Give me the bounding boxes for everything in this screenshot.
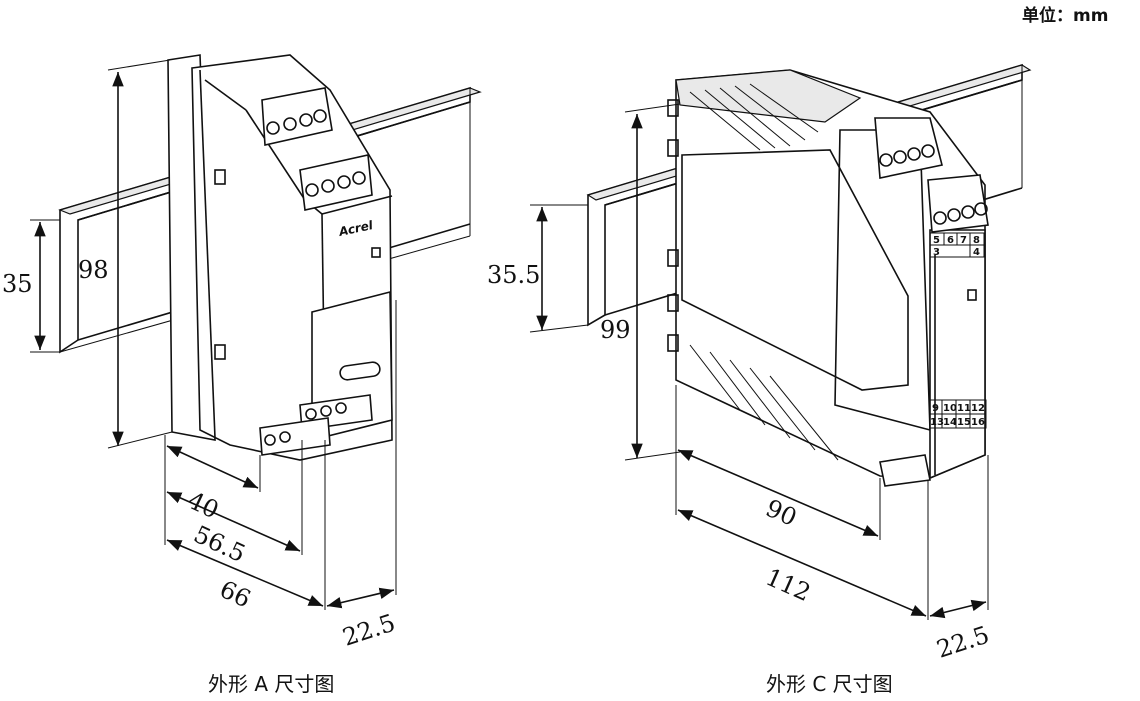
terminal-label-11: 11 [957, 403, 971, 414]
dim-label-35: 35 [2, 270, 33, 298]
housing-c [667, 69, 989, 487]
caption-figure-a: 外形 A 尺寸图 [208, 672, 334, 696]
terminal-label-16: 16 [971, 417, 985, 428]
terminal-labels-bottom: 9 10 11 12 13 14 15 16 [929, 399, 987, 429]
figure-a: Acrel 35 98 40 56.5 [2, 54, 482, 696]
terminal-label-5: 5 [933, 235, 940, 246]
dim-label-22-5-a: 22.5 [339, 609, 398, 652]
terminal-label-14: 14 [943, 417, 957, 428]
terminal-label-15: 15 [957, 417, 971, 428]
terminal-label-9: 9 [932, 403, 939, 414]
terminal-label-8: 8 [973, 235, 980, 246]
terminal-label-12: 12 [971, 403, 985, 414]
dim-label-35-5: 35.5 [487, 261, 540, 289]
terminal-label-6: 6 [947, 235, 954, 246]
dim-c-width: 22.5 [929, 599, 993, 664]
terminal-label-4: 4 [973, 247, 980, 258]
dim-a-height: 98 [78, 59, 173, 449]
dim-a-width: 22.5 [326, 587, 399, 652]
figure-c: 5 6 7 8 3 4 9 10 11 12 13 14 15 16 [487, 63, 1032, 696]
caption-figure-c: 外形 C 尺寸图 [766, 672, 893, 696]
dim-label-112: 112 [762, 563, 815, 607]
dim-c-rail-height: 35.5 [487, 204, 589, 333]
terminal-label-3: 3 [933, 247, 940, 258]
dim-label-56-5: 56.5 [189, 520, 249, 568]
dim-label-40: 40 [183, 486, 223, 524]
terminal-labels-top: 5 6 7 8 3 4 [929, 232, 985, 258]
housing-a: Acrel [191, 54, 393, 461]
dim-label-98: 98 [78, 256, 109, 284]
unit-label: 单位：mm [1022, 5, 1108, 26]
terminal-label-10: 10 [943, 403, 957, 414]
terminal-label-13: 13 [930, 417, 944, 428]
dim-label-22-5-c: 22.5 [933, 621, 992, 664]
dim-label-66: 66 [215, 575, 255, 613]
dim-label-99: 99 [600, 316, 631, 344]
dim-c-height: 99 [600, 103, 681, 461]
dim-a-rail-height: 35 [2, 219, 60, 353]
terminal-label-7: 7 [960, 235, 967, 246]
dim-c-112: 112 [677, 509, 927, 617]
